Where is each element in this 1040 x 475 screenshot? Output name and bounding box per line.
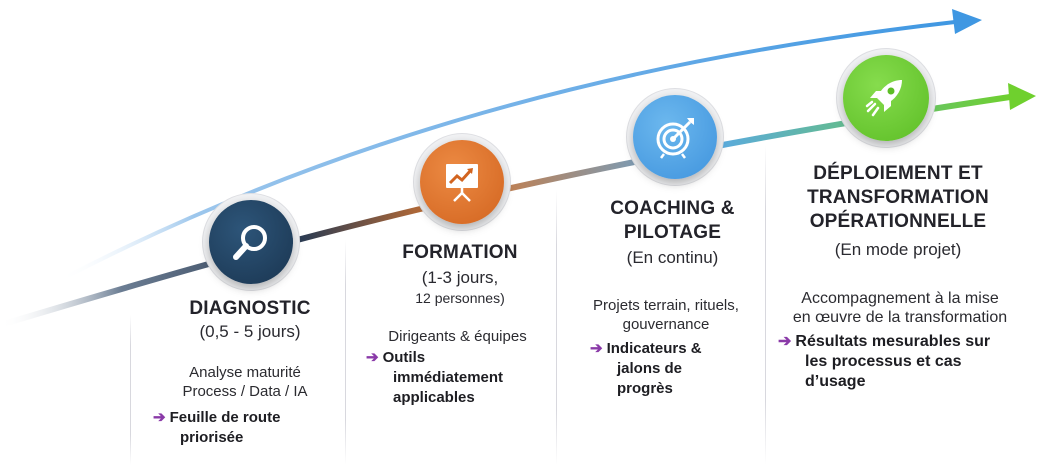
rocket-icon bbox=[865, 80, 902, 117]
description-line: Analyse maturité bbox=[189, 364, 301, 381]
step-description-formation: Dirigeants & équipes bbox=[355, 327, 560, 346]
result-line: les processus et cas bbox=[805, 353, 962, 370]
purple-arrow-icon: ➔ bbox=[778, 333, 792, 350]
presentation-board-icon bbox=[446, 164, 478, 202]
result-line: jalons de bbox=[617, 360, 683, 377]
subtitle-line: (1-3 jours, bbox=[421, 268, 499, 287]
step-title-coaching: COACHING & PILOTAGE bbox=[565, 197, 780, 245]
result-line: progrès bbox=[617, 380, 673, 397]
lower-green-arrowhead bbox=[1008, 83, 1036, 110]
step-subtitle-formation: (1-3 jours, 12 personnes) bbox=[355, 268, 565, 308]
step-subtitle-coaching: (En continu) bbox=[626, 248, 719, 267]
formation-circle bbox=[420, 140, 504, 224]
step-description-coaching: Projets terrain, rituels, gouvernance bbox=[566, 296, 766, 334]
upper-blue-arrow-line bbox=[59, 20, 956, 282]
result-line: priorisée bbox=[180, 429, 244, 446]
result-line: Outils bbox=[382, 349, 426, 366]
target-icon bbox=[656, 118, 694, 159]
result-line: Feuille de route bbox=[169, 409, 281, 426]
result-line: Indicateurs & bbox=[606, 340, 702, 357]
step-title-diagnostic: DIAGNOSTIC bbox=[189, 298, 311, 319]
title-line: COACHING & bbox=[610, 198, 735, 219]
magnifier-icon bbox=[233, 225, 267, 260]
purple-arrow-icon: ➔ bbox=[366, 349, 379, 366]
purple-arrow-icon: ➔ bbox=[590, 340, 603, 357]
description-line: Projets terrain, rituels, bbox=[593, 297, 739, 314]
deploiement-circle bbox=[843, 55, 929, 141]
result-line: applicables bbox=[393, 389, 475, 406]
description-line: Process / Data / IA bbox=[182, 383, 308, 400]
title-line: DÉPLOIEMENT ET bbox=[813, 163, 983, 184]
result-line: Résultats mesurables sur bbox=[795, 333, 991, 350]
step-result-deploiement: ➔Résultats mesurables sur les processus … bbox=[778, 332, 1028, 392]
step-description-deploiement: Accompagnement à la mise en œuvre de la … bbox=[775, 289, 1025, 327]
description-line: en œuvre de la transformation bbox=[792, 309, 1008, 326]
description-line: gouvernance bbox=[622, 316, 710, 333]
step-result-diagnostic: ➔Feuille de route priorisée bbox=[153, 408, 343, 448]
step-result-formation: ➔Outils immédiatement applicables bbox=[366, 348, 551, 408]
divider-4 bbox=[765, 145, 766, 465]
divider-1 bbox=[130, 315, 131, 465]
result-line: d’usage bbox=[805, 373, 866, 390]
title-line: PILOTAGE bbox=[623, 222, 722, 243]
upper-blue-arrowhead bbox=[952, 9, 982, 34]
description-line: Dirigeants & équipes bbox=[388, 328, 527, 345]
subtitle-line: 12 personnes) bbox=[415, 290, 505, 306]
title-line: OPÉRATIONNELLE bbox=[809, 211, 987, 232]
coaching-circle bbox=[633, 95, 717, 179]
description-line: Accompagnement à la mise bbox=[801, 290, 999, 307]
step-title-deploiement: DÉPLOIEMENT ET TRANSFORMATION OPÉRATIONN… bbox=[778, 162, 1018, 234]
divider-3 bbox=[556, 190, 557, 465]
title-line: TRANSFORMATION bbox=[807, 187, 989, 208]
purple-arrow-icon: ➔ bbox=[153, 409, 166, 426]
step-title-formation: FORMATION bbox=[402, 242, 518, 263]
step-subtitle-deploiement: (En mode projet) bbox=[834, 240, 962, 259]
result-line: immédiatement bbox=[393, 369, 504, 386]
divider-2 bbox=[345, 240, 346, 465]
lower-main-arrow-line bbox=[0, 94, 1011, 328]
step-subtitle-diagnostic: (0,5 - 5 jours) bbox=[199, 322, 301, 341]
diagnostic-circle bbox=[209, 200, 293, 284]
step-description-diagnostic: Analyse maturité Process / Data / IA bbox=[145, 363, 345, 401]
step-result-coaching: ➔Indicateurs & jalons de progrès bbox=[590, 339, 760, 399]
